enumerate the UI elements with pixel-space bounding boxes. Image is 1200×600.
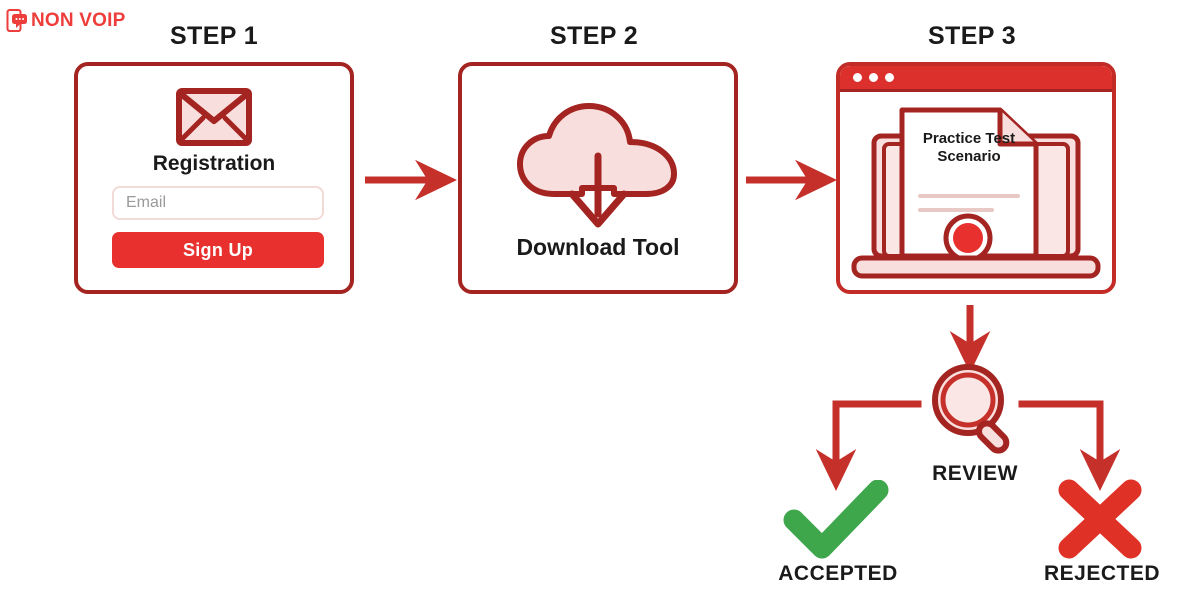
step-2-card: Download Tool [458,62,738,294]
step-3-title: STEP 3 [927,22,1017,50]
step-1-card: Registration Email Sign Up [74,62,354,294]
email-placeholder-text: Email [126,194,167,211]
accepted-label: ACCEPTED [778,562,898,585]
sign-up-label: Sign Up [182,239,254,260]
sign-up-button[interactable]: Sign Up [112,232,324,268]
registration-heading: Registration [152,152,276,175]
browser-dot-2 [869,73,878,82]
magnifier-icon [925,358,1021,463]
brand-name: NON VOIP [31,10,126,31]
check-mark-icon [780,479,892,565]
email-input[interactable]: Email [112,186,324,220]
step-2-title: STEP 2 [549,22,639,50]
browser-dot-3 [885,73,894,82]
cross-mark-icon-svg [1058,479,1142,559]
cross-mark-icon [1052,478,1148,565]
laptop-with-document-icon: Practice Test Scenario [840,92,1112,290]
brand-logo: NON VOIP [6,8,126,34]
check-mark-icon-svg [783,479,889,559]
envelope-icon-svg [176,88,252,146]
magnifier-icon-svg [932,364,1010,454]
document-title: Practice Test Scenario [902,130,1036,167]
cloud-download-icon [510,90,686,243]
cloud-download-icon-svg [517,103,677,228]
phone-chat-icon [6,8,28,34]
step-1-title: STEP 1 [169,22,259,50]
arrow-review-to-rejected [1018,400,1121,491]
laptop-document-svg [851,107,1101,279]
document-title-line-1: Practice Test [922,130,1016,147]
download-tool-heading: Download Tool [516,234,680,260]
envelope-icon [175,86,253,153]
arrow-review-to-accepted [815,400,922,491]
phone-chat-icon-svg [6,9,27,32]
document-title-line-2: Scenario [937,148,1001,166]
browser-dot-1 [853,73,862,82]
browser-title-bar [840,66,1112,92]
rejected-label: REJECTED [1043,562,1161,585]
step-3-card: Practice Test Scenario [836,62,1116,294]
review-label: REVIEW [932,462,1018,485]
